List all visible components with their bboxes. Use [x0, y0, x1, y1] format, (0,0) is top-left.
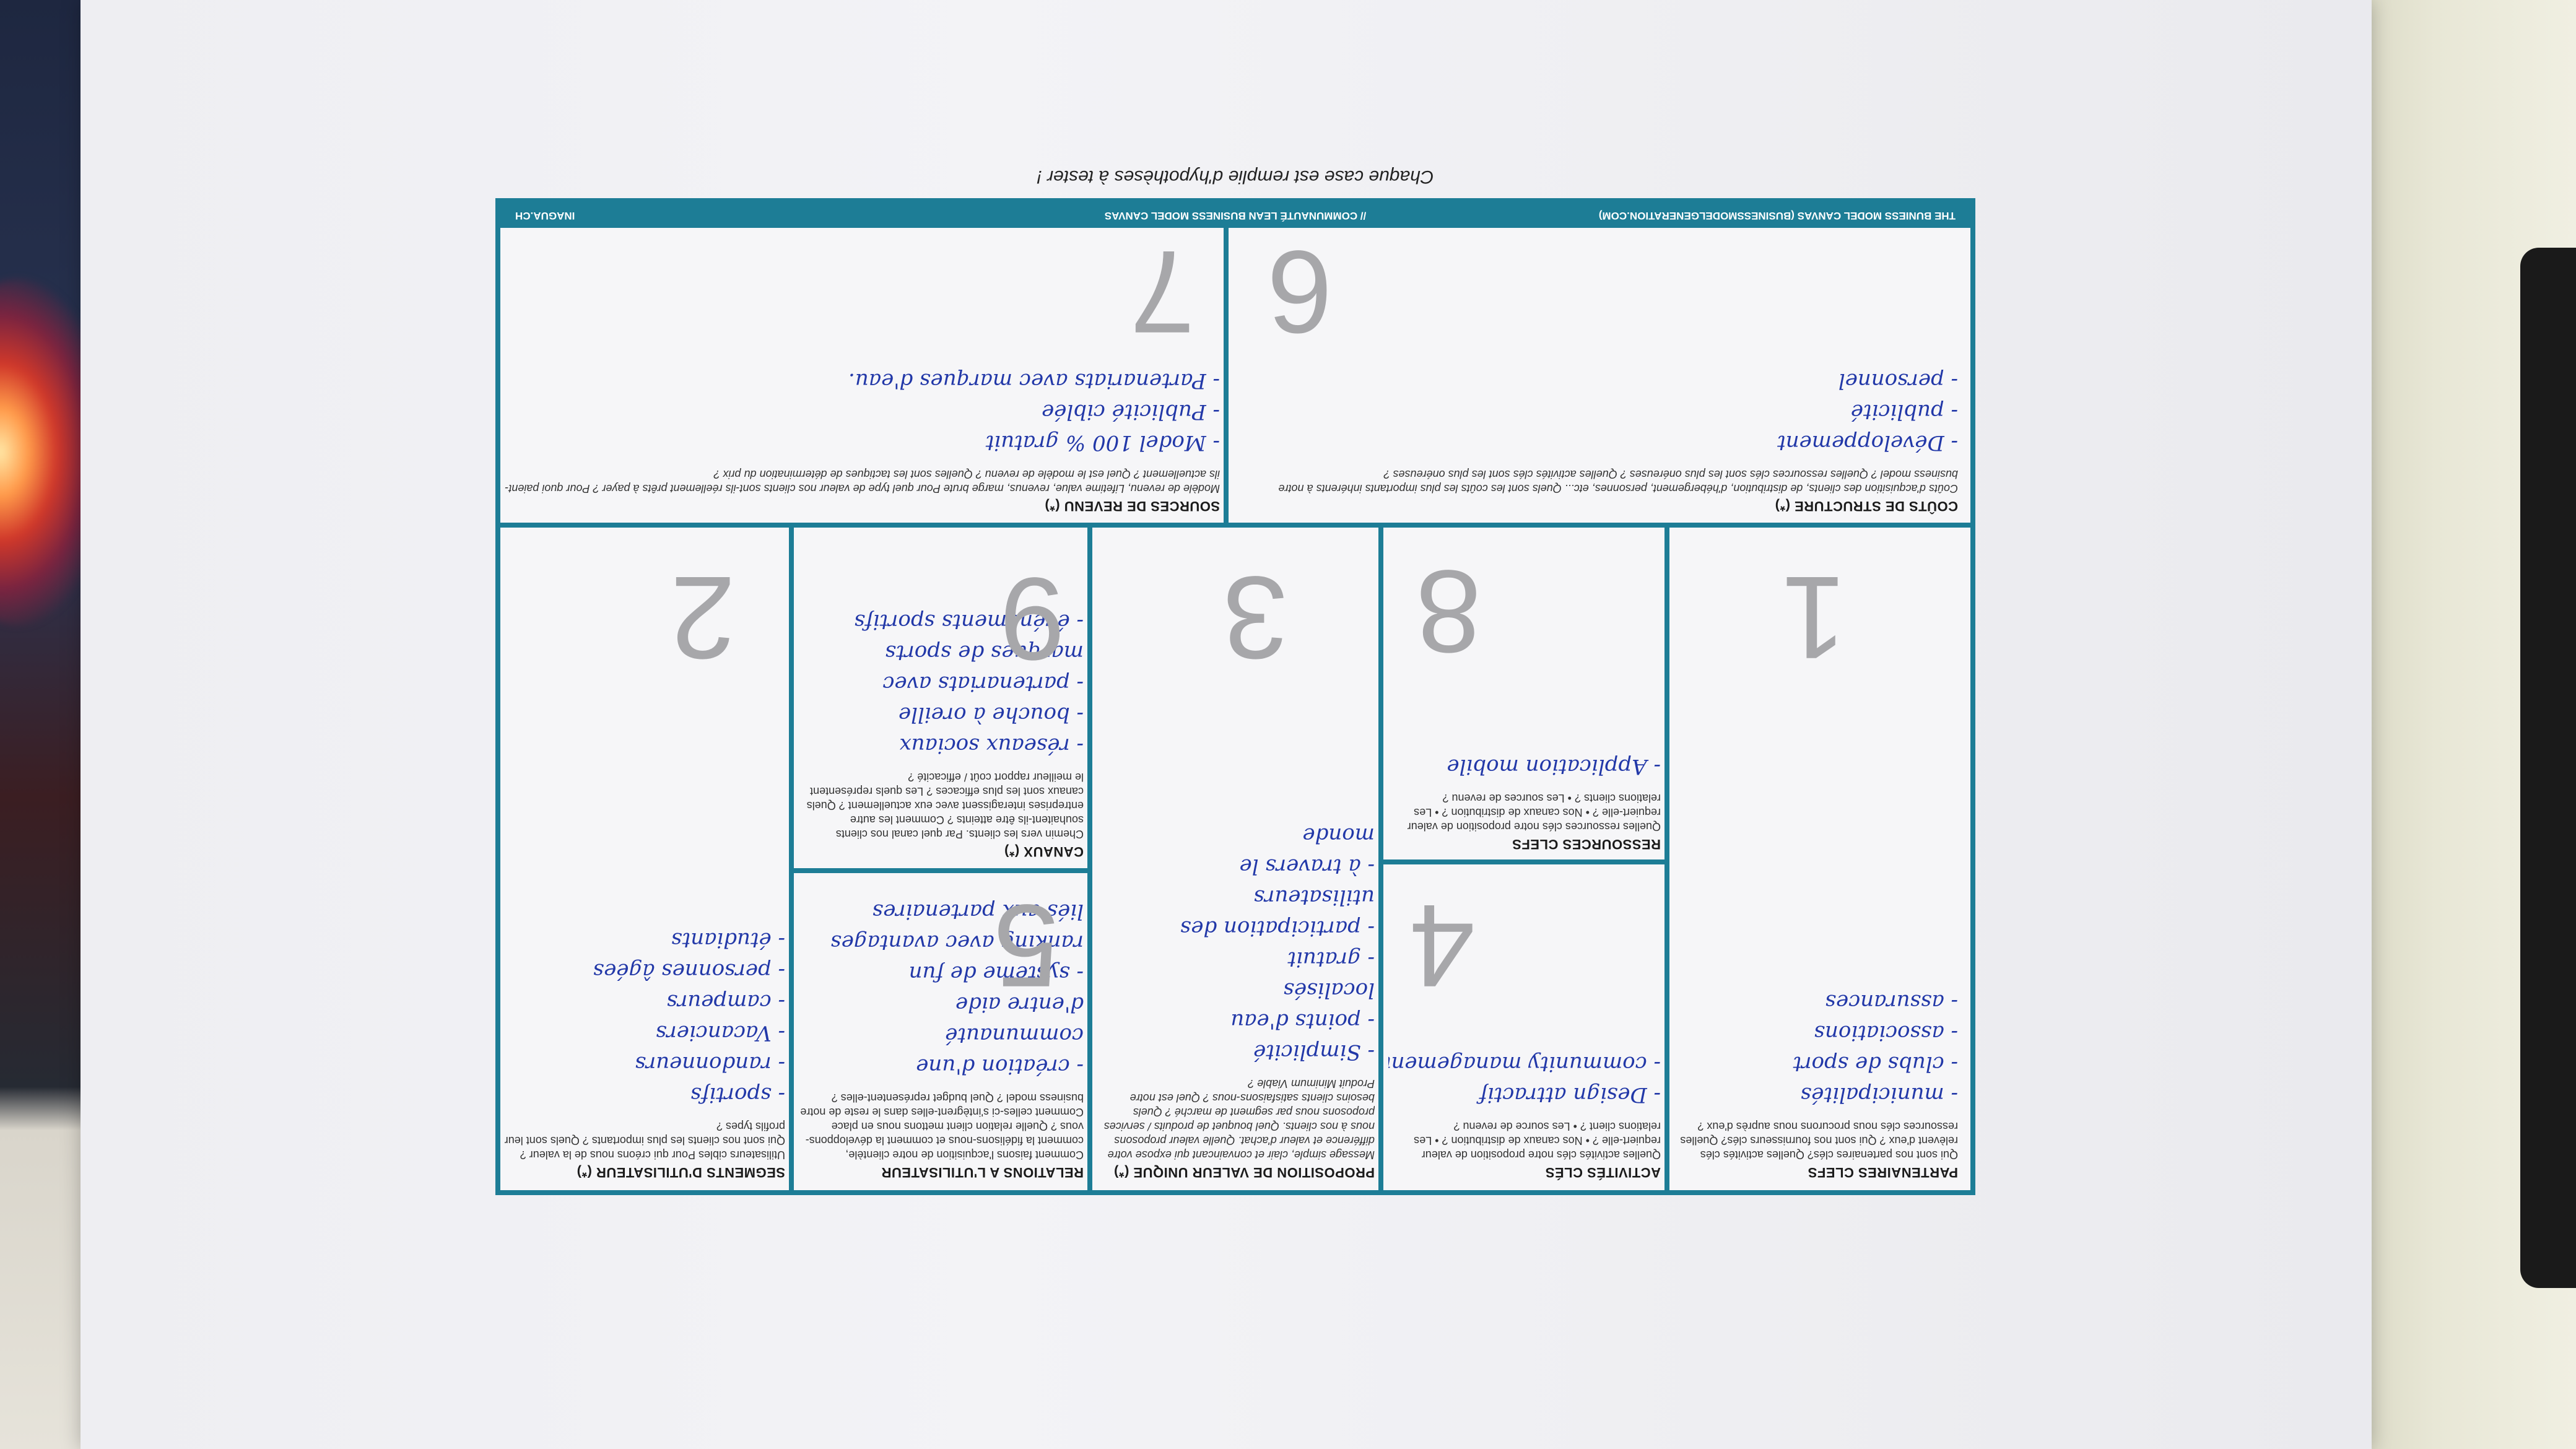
footer-brand: INAGUA.CH [515, 210, 575, 222]
cell-title: SEGMENTS D'UTILISATEUR (*) [577, 1165, 785, 1180]
note-item: - randonneurs [635, 1051, 785, 1076]
note-item: - personnes âgées [593, 959, 785, 983]
divider [1087, 528, 1092, 1190]
handwritten-notes: - Model 100 % gratuit - Publicité ciblée… [502, 365, 1220, 458]
cell-description: Qui sont nos partenaires clés? Quelles a… [1680, 1120, 1958, 1161]
note-item: - personnel [1838, 368, 1958, 393]
note-item: - Publicité ciblée [1042, 399, 1220, 424]
cell-sources-de-revenu: SOURCES DE REVENU (*) Modèle de revenu, … [502, 227, 1220, 518]
note-item: - publicité [1850, 399, 1958, 424]
business-model-canvas: PARTENAIRES CLEFS Qui sont nos partenair… [495, 167, 1975, 1195]
footer-source: THE BUNIESS MODEL CANVAS (BUSINESSMODELG… [1598, 210, 1956, 222]
cell-title: PARTENAIRES CLEFS [1808, 1165, 1958, 1180]
canvas-footer: THE BUNIESS MODEL CANVAS (BUSINESSMODELG… [500, 203, 1970, 228]
handwritten-notes: - sportifs - randonneurs - Vacanciers - … [500, 925, 785, 1110]
note-item: - étudiants [671, 928, 785, 952]
dark-object [2520, 248, 2576, 1288]
hypothesis-caption: Chaque case est remplie d'hypothèses à t… [1037, 167, 1434, 187]
note-item: monde [1302, 823, 1375, 848]
cell-description: Quelles ressources clés notre propositio… [1407, 792, 1661, 833]
note-item: - clubs de sport [1793, 1051, 1958, 1076]
note-item: - Vacanciers [656, 1020, 785, 1045]
divider [1224, 218, 1229, 528]
cell-number: 1 [1781, 552, 1847, 683]
cell-title: PROPOSITION DE VALEUR UNIQUE (*) [1113, 1165, 1375, 1180]
note-item: - bouche à oreille [899, 702, 1084, 727]
note-item: - Partenariats avec marques d'eau. [848, 368, 1220, 393]
cell-number: 5 [993, 880, 1059, 1011]
cell-title: RELATIONS A L'UTILISATEUR [881, 1165, 1084, 1180]
cell-title: CANAUX (*) [1004, 844, 1084, 859]
divider [1382, 859, 1667, 864]
cell-partenaires-clefs: PARTENAIRES CLEFS Qui sont nos partenair… [1673, 528, 1958, 1184]
note-item: utilisateurs [1253, 885, 1375, 910]
divider [789, 528, 794, 1190]
cell-number: 7 [1129, 227, 1195, 357]
cell-title: SOURCES DE REVENU (*) [1044, 498, 1220, 514]
cell-description: Quelles activités clés notre proposition… [1414, 1120, 1661, 1161]
cell-canaux: CANAUX (*) Chemin vers les clients. Par … [799, 529, 1084, 863]
note-item: - à travers le [1239, 854, 1375, 879]
note-item: - community management [1388, 1051, 1661, 1076]
cell-description: Comment faisons l'acquisition de notre c… [800, 1092, 1084, 1161]
handwritten-notes: - Simplicité - points d'eau localisés - … [1096, 820, 1375, 1068]
cell-segments-utilisateur: SEGMENTS D'UTILISATEUR (*) Utilisateurs … [500, 528, 785, 1184]
note-item: - participation des [1180, 916, 1375, 941]
divider [1664, 528, 1669, 1190]
cell-description: Message simple, clair et convaincant qui… [1103, 1077, 1375, 1161]
handwritten-notes: - Design attractif - community managemen… [1388, 1048, 1661, 1110]
note-item: - associations [1814, 1020, 1958, 1045]
cell-number: 9 [999, 553, 1065, 684]
divider [1378, 528, 1383, 1190]
footer-community: // COMMUNAUTÉ LEAN BUSINESS MODEL CANVAS [1104, 210, 1367, 222]
cell-title: RESSOURCES CLEFS [1512, 837, 1661, 852]
cell-number: 8 [1416, 546, 1481, 677]
handwritten-notes: - Application mobile [1388, 751, 1661, 782]
note-item: - réseaux sociaux [899, 733, 1084, 758]
cell-description: Modèle de revenu, Lifetime value, revenu… [505, 468, 1220, 495]
dark-background-strip [0, 0, 87, 1449]
note-item: - gratuit [1287, 947, 1375, 972]
handwritten-notes: - Développement - publicité - personnel [1234, 365, 1958, 458]
cell-couts-de-structure: COÛTS DE STRUCTURE (*) Coûts d'acquisiti… [1234, 227, 1958, 518]
note-item: localisés [1283, 978, 1375, 1003]
divider [794, 868, 1091, 873]
cell-title: ACTIVITÉS CLÉS [1545, 1165, 1661, 1180]
note-item: - assurances [1825, 990, 1958, 1014]
note-item: - campeurs [666, 990, 785, 1014]
cell-number: 6 [1267, 227, 1333, 357]
note-item: - sportifs [690, 1082, 785, 1107]
note-item: - Développement [1777, 430, 1958, 455]
cell-relations-utilisateur: RELATIONS A L'UTILISATEUR Comment faison… [799, 874, 1084, 1184]
cell-description: Utilisateurs cibles Pour qui créons nous… [504, 1120, 785, 1161]
note-item: - points d'eau [1230, 1009, 1375, 1033]
note-item: - création d'une [916, 1054, 1084, 1079]
note-item: - Application mobile [1447, 754, 1661, 779]
cell-description: Coûts d'acquisition des clients, de dist… [1278, 468, 1958, 495]
cell-activites-cles: ACTIVITÉS CLÉS Quelles activités clés no… [1388, 868, 1661, 1184]
note-item: - Simplicité [1253, 1040, 1375, 1064]
note-item: - municipalités [1800, 1082, 1958, 1107]
cell-number: 3 [1222, 552, 1288, 683]
note-item: - Model 100 % gratuit [985, 430, 1220, 455]
cell-number: 2 [670, 552, 736, 683]
cell-description: Chemin vers les clients. Par quel canal … [806, 771, 1084, 840]
divider [500, 523, 1970, 528]
cell-title: COÛTS DE STRUCTURE (*) [1775, 498, 1958, 514]
cell-number: 4 [1409, 880, 1475, 1011]
note-item: - Design attractif [1479, 1082, 1661, 1107]
cell-proposition-de-valeur: PROPOSITION DE VALEUR UNIQUE (*) Message… [1096, 528, 1375, 1184]
handwritten-notes: - municipalités - clubs de sport - assoc… [1673, 986, 1958, 1110]
cell-ressources-clefs: RESSOURCES CLEFS Quelles ressources clés… [1388, 534, 1661, 856]
note-item: communauté [945, 1023, 1084, 1048]
